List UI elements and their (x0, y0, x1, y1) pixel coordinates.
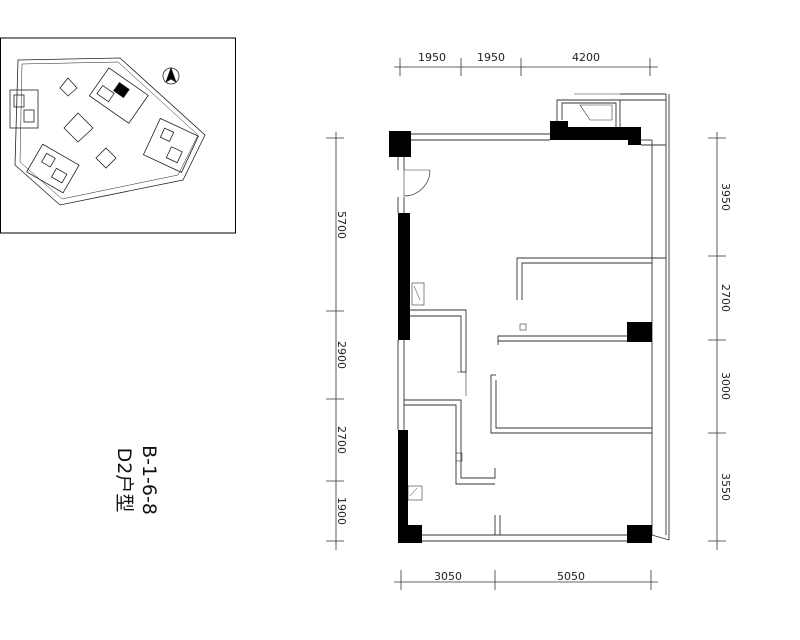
dim-top-1: 1950 (418, 51, 446, 64)
wall-segment (398, 213, 410, 340)
toilet-fixture (411, 282, 425, 306)
unit-type: D2户型 (113, 448, 135, 513)
thin-walls (397, 93, 670, 542)
site-boundary (14, 57, 206, 206)
unit-code: B-1-6-8 (138, 445, 160, 515)
dim-left-3: 2700 (335, 426, 348, 454)
landscape-diamond (59, 77, 78, 97)
landscape-diamond (95, 147, 117, 169)
dimension-labels: 1950 1950 4200 3050 5050 5700 2900 2700 … (335, 51, 732, 583)
key-building-west (9, 89, 39, 129)
dimension-lines (326, 58, 726, 590)
wall-segment (550, 127, 641, 140)
dim-right-4: 3550 (719, 473, 732, 501)
north-arrow-pointer (165, 66, 177, 83)
structural-walls (389, 121, 652, 543)
column (398, 525, 422, 543)
wall-segment (398, 430, 408, 542)
dim-right-2: 2700 (719, 284, 732, 312)
dim-right-3: 3000 (719, 372, 732, 400)
dim-left-2: 2900 (335, 341, 348, 369)
dim-right-1: 3950 (719, 183, 732, 211)
dim-top-3: 4200 (572, 51, 600, 64)
site-boundary-inner (19, 61, 199, 200)
entry-door-swing (403, 169, 431, 197)
key-building-south (26, 143, 80, 194)
dim-bottom-1: 3050 (434, 570, 462, 583)
key-building-east (142, 117, 199, 173)
landscape-diamond (63, 112, 94, 143)
dim-bottom-2: 5050 (557, 570, 585, 583)
column (389, 131, 411, 157)
dim-left-1: 5700 (335, 211, 348, 239)
toilet-fixture (407, 485, 423, 501)
wall-segment (628, 127, 641, 145)
site-key-plan (0, 37, 236, 234)
column (627, 525, 652, 543)
dim-top-2: 1950 (477, 51, 505, 64)
key-plan-frame (0, 37, 236, 234)
key-building-north (88, 67, 149, 124)
unit-label: B-1-6-8 D2户型 (113, 445, 160, 515)
column (627, 322, 652, 342)
dim-left-4: 1900 (335, 497, 348, 525)
